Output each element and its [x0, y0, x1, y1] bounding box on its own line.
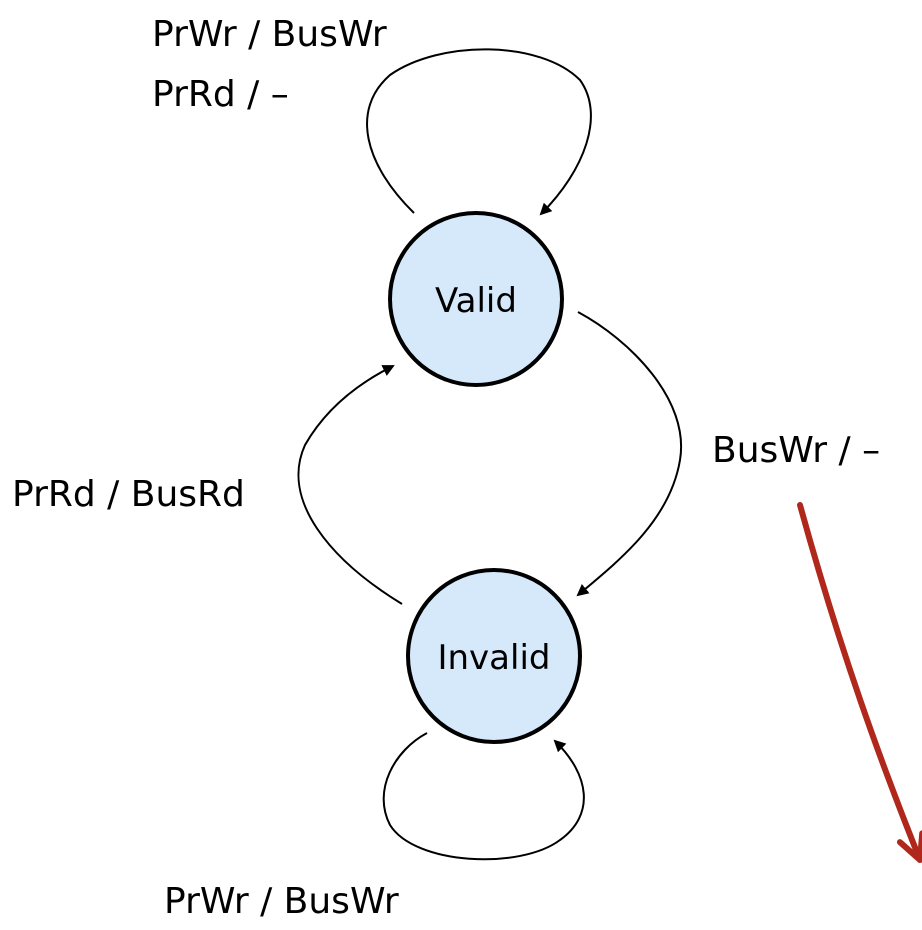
state-invalid: Invalid	[406, 568, 582, 744]
state-invalid-label: Invalid	[437, 638, 550, 678]
invalid-to-valid-label: PrRd / BusRd	[12, 474, 245, 515]
valid-self-loop-label-line1: PrWr / BusWr	[152, 14, 387, 55]
valid-self-loop-edge	[366, 48, 592, 216]
invalid-to-valid-edge	[297, 365, 403, 605]
invalid-self-loop-label: PrWr / BusWr	[164, 881, 399, 922]
state-valid-label: Valid	[435, 281, 517, 321]
state-valid-circle	[388, 211, 564, 387]
valid-to-invalid-edge	[576, 311, 683, 597]
state-invalid-circle	[406, 568, 582, 744]
valid-self-loop-label-line2: PrRd / –	[152, 74, 289, 115]
annotation-arrow	[797, 502, 922, 863]
invalid-self-loop-edge	[382, 732, 585, 861]
state-valid: Valid	[388, 211, 564, 387]
valid-to-invalid-label: BusWr / –	[712, 430, 880, 471]
